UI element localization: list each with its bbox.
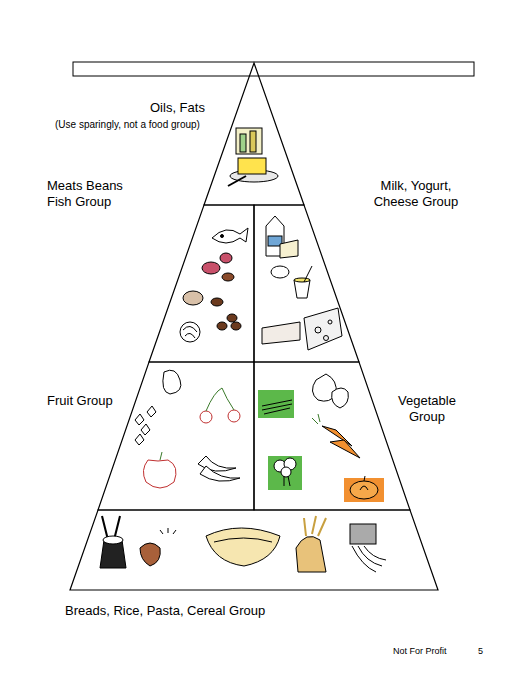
food-icons: [100, 128, 386, 572]
meats-section: Meats Beans Fish Group: [149, 205, 254, 362]
group-label: Milk, Yogurt, Cheese Group: [370, 178, 462, 209]
group-label: Meats Beans Fish Group: [47, 178, 135, 209]
breads-section: Breads, Rice, Pasta, Cereal Group: [70, 510, 438, 590]
section-border: [204, 63, 304, 205]
group-label: Fruit Group: [47, 393, 137, 409]
fruit-section: Fruit Group: [98, 362, 254, 510]
page-number: 5: [478, 646, 483, 656]
section-outline: [254, 205, 359, 362]
section-outline: [204, 63, 304, 205]
section-border: [149, 205, 254, 362]
section-border: [70, 510, 438, 590]
oils-section: Oils, Fats(Use sparingly, not a food gro…: [204, 63, 304, 205]
section-outline: [254, 362, 410, 510]
section-outline: [149, 205, 254, 362]
group-note: (Use sparingly, not a food group): [55, 119, 255, 131]
vegetable-section: Vegetable Group: [254, 362, 410, 510]
group-label: Breads, Rice, Pasta, Cereal Group: [65, 603, 345, 619]
section-outline: [70, 510, 438, 590]
section-border: [254, 362, 410, 510]
section-outline: [98, 362, 254, 510]
section-border: [98, 362, 254, 510]
milk-section: Milk, Yogurt, Cheese Group: [254, 205, 359, 362]
footer-note: Not For Profit: [393, 646, 447, 656]
group-label: Oils, Fats: [150, 100, 270, 116]
section-border: [254, 205, 359, 362]
title-frame: [73, 62, 474, 76]
group-label: Vegetable Group: [390, 393, 464, 424]
